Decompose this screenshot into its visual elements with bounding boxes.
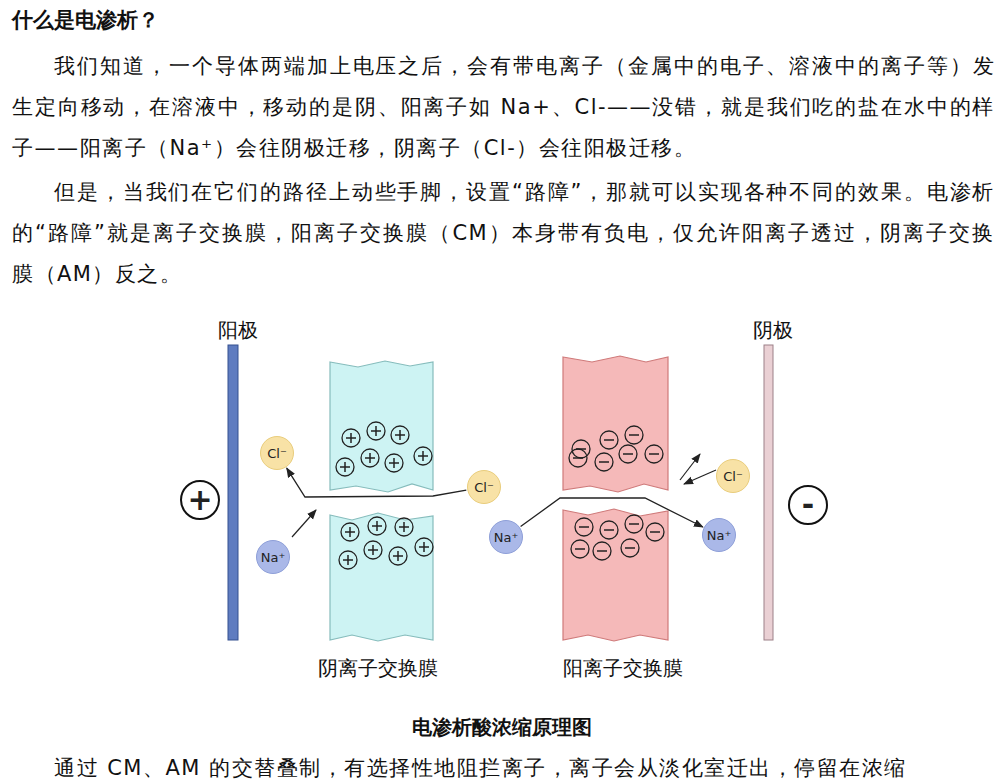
motion-arrow	[292, 510, 316, 537]
cathode-sign: -	[788, 485, 828, 525]
fixed-charges	[336, 422, 664, 569]
chloride-ion: Cl⁻	[260, 436, 294, 470]
negative-charge	[625, 426, 643, 444]
negative-charge	[625, 515, 643, 533]
sodium-ion: Na⁺	[256, 540, 290, 574]
positive-charge	[395, 518, 413, 536]
cation-membrane	[563, 356, 668, 492]
negative-charge	[646, 523, 664, 541]
positive-charge	[336, 458, 354, 476]
ion-label: +	[187, 485, 212, 515]
body-paragraph: 但是，当我们在它们的路径上动些手脚，设置“路障”，那就可以实现各种不同的效果。电…	[12, 172, 995, 295]
ion-label: Na⁺	[707, 529, 732, 542]
figure-caption: 电渗析酸浓缩原理图	[412, 714, 592, 740]
positive-charge	[415, 538, 433, 556]
sodium-ion: Na⁺	[702, 518, 736, 552]
chloride-ion: Cl⁻	[467, 470, 501, 504]
membrane-label: 阴离子交换膜	[318, 655, 438, 681]
positive-charge	[364, 541, 382, 559]
membrane-label: 阳离子交换膜	[563, 655, 683, 681]
negative-charge	[571, 540, 589, 558]
motion-arrow	[684, 470, 716, 484]
positive-charge	[339, 551, 357, 569]
positive-charge	[367, 422, 385, 440]
electrode-label: 阴极	[753, 317, 793, 343]
positive-charge	[385, 454, 403, 472]
motion-arrow	[521, 498, 703, 527]
negative-charge	[569, 449, 587, 467]
ion-label: Cl⁻	[474, 481, 494, 494]
positive-charge	[391, 426, 409, 444]
electrode-label: 阳极	[218, 317, 258, 343]
cathode-plate	[764, 345, 773, 640]
sodium-ion: Na⁺	[489, 520, 523, 554]
body-paragraph: 我们知道，一个导体两端加上电压之后，会有带电离子（金属中的电子、溶液中的离子等）…	[12, 46, 995, 169]
negative-charge	[600, 521, 618, 539]
negative-charge	[600, 431, 618, 449]
ion-label: Na⁺	[261, 551, 286, 564]
anode-sign: +	[180, 480, 220, 520]
anion-membrane	[330, 513, 433, 641]
negative-charge	[645, 445, 663, 463]
ion-label: -	[802, 490, 814, 520]
ion-label: Cl⁻	[723, 470, 743, 483]
anode-plate	[228, 345, 238, 640]
body-paragraph: 通过 CM、AM 的交替叠制，有选择性地阻拦离子，离子会从淡化室迁出，停留在浓缩	[12, 748, 995, 784]
motion-arrow	[680, 454, 700, 480]
positive-charge	[389, 547, 407, 565]
positive-charge	[341, 523, 359, 541]
negative-charge	[575, 518, 593, 536]
heading: 什么是电渗析？	[12, 6, 159, 34]
negative-charge	[593, 542, 611, 560]
ion-label: Cl⁻	[267, 447, 287, 460]
cation-membrane	[563, 509, 668, 641]
chloride-ion: Cl⁻	[716, 459, 750, 493]
negative-charge	[621, 539, 639, 557]
positive-charge	[342, 429, 360, 447]
positive-charge	[361, 449, 379, 467]
ion-label: Na⁺	[494, 531, 519, 544]
motion-arrow	[287, 468, 467, 497]
negative-charge	[619, 445, 637, 463]
anion-membrane	[330, 361, 433, 492]
negative-charge	[595, 453, 613, 471]
positive-charge	[414, 447, 432, 465]
positive-charge	[368, 517, 386, 535]
